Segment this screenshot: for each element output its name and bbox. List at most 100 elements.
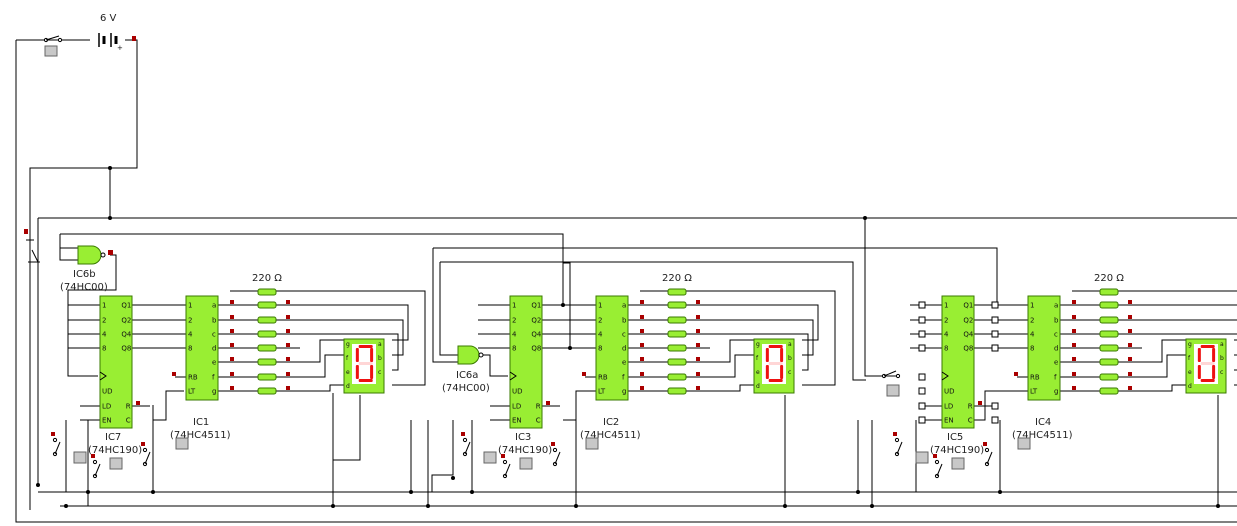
power-switch-button <box>44 45 58 57</box>
probe <box>1128 386 1132 390</box>
decoder-part: (74HC4511) <box>1012 430 1073 441</box>
svg-text:2: 2 <box>188 317 192 325</box>
probe <box>1128 300 1132 304</box>
input-switches[interactable] <box>461 372 599 479</box>
probe <box>230 343 234 347</box>
decoder-part: (74HC4511) <box>170 430 231 441</box>
svg-text:c: c <box>378 369 381 376</box>
segment-b <box>1212 348 1216 362</box>
svg-text:4: 4 <box>188 331 193 339</box>
svg-text:Q4: Q4 <box>531 331 542 339</box>
svg-text:LD: LD <box>102 403 111 411</box>
svg-text:f: f <box>346 355 349 362</box>
segment-c <box>1212 365 1216 379</box>
svg-text:b: b <box>378 355 382 362</box>
resistor <box>1099 301 1119 309</box>
segment-g <box>768 362 783 365</box>
decoder-name: IC4 <box>1035 417 1051 428</box>
svg-text:d: d <box>1188 383 1192 390</box>
counter-name: IC5 <box>947 432 963 443</box>
svg-text:Q8: Q8 <box>531 345 541 353</box>
svg-text:RB: RB <box>598 374 608 382</box>
svg-text:Q2: Q2 <box>963 317 973 325</box>
svg-text:8: 8 <box>1030 345 1034 353</box>
svg-text:a: a <box>622 302 626 310</box>
svg-text:g: g <box>756 341 760 348</box>
resistor <box>1099 358 1119 366</box>
svg-text:C: C <box>536 417 541 425</box>
resistor <box>257 316 277 324</box>
svg-text:Q1: Q1 <box>121 302 131 310</box>
svg-text:f: f <box>1054 374 1057 382</box>
svg-text:1: 1 <box>188 302 192 310</box>
svg-text:4: 4 <box>944 331 949 339</box>
probe <box>1072 315 1076 319</box>
probe <box>1072 372 1076 376</box>
svg-text:LT: LT <box>188 388 196 396</box>
svg-text:R: R <box>126 403 131 411</box>
counter-stages: 1248UDLDENQ1Q2Q4Q8RCIC7(74HC190)1248RBLT… <box>51 273 1237 479</box>
input-switches[interactable] <box>51 372 189 479</box>
segment-g <box>1200 362 1215 365</box>
segment-a <box>358 345 373 348</box>
segment-d <box>768 379 783 382</box>
svg-text:Q8: Q8 <box>121 345 131 353</box>
probe <box>286 300 290 304</box>
svg-text:e: e <box>212 359 216 367</box>
probe <box>1072 343 1076 347</box>
resistor <box>257 373 277 381</box>
probe <box>286 386 290 390</box>
resistor <box>667 358 687 366</box>
probe <box>1128 357 1132 361</box>
svg-text:8: 8 <box>188 345 192 353</box>
switch-button <box>886 384 900 397</box>
segment-f <box>765 348 769 362</box>
resistor <box>667 387 687 395</box>
clock-switch[interactable] <box>881 370 901 397</box>
svg-text:2: 2 <box>598 317 602 325</box>
probe <box>230 315 234 319</box>
svg-text:g: g <box>1188 341 1192 348</box>
svg-text:b: b <box>788 355 792 362</box>
resistor <box>257 330 277 338</box>
svg-text:LT: LT <box>1030 388 1038 396</box>
ic6b-name: IC6b <box>73 269 96 280</box>
svg-text:f: f <box>622 374 625 382</box>
nand-gate-ic6b: IC6b (74HC00) <box>60 245 113 293</box>
probe <box>696 343 700 347</box>
probe <box>286 357 290 361</box>
resistor <box>1099 387 1119 395</box>
resistor <box>1099 344 1119 352</box>
segment-e <box>1197 365 1201 379</box>
probe <box>230 357 234 361</box>
probe <box>286 329 290 333</box>
svg-text:a: a <box>212 302 216 310</box>
counter-part: (74HC190) <box>88 445 142 456</box>
resistor-value: 220 Ω <box>252 273 282 284</box>
probe <box>286 315 290 319</box>
segment-f <box>1197 348 1201 362</box>
svg-text:1: 1 <box>512 302 516 310</box>
svg-text:b: b <box>1054 317 1059 325</box>
probe <box>640 315 644 319</box>
power-switch[interactable] <box>43 35 63 57</box>
resistor-array: 220 Ω <box>230 273 290 395</box>
decoder-name: IC1 <box>193 417 209 428</box>
probe <box>286 343 290 347</box>
svg-text:1: 1 <box>102 302 106 310</box>
switch-button <box>915 451 929 464</box>
stage-3: 1248UDLDENQ1Q2Q4Q8RCIC5(74HC190)1248RBLT… <box>893 273 1237 479</box>
probe <box>640 372 644 376</box>
svg-text:a: a <box>1054 302 1058 310</box>
switch-button <box>175 437 189 450</box>
resistor-value: 220 Ω <box>1094 273 1124 284</box>
segment-e <box>765 365 769 379</box>
input-switches[interactable] <box>893 372 1031 479</box>
svg-text:UD: UD <box>102 388 113 396</box>
svg-text:EN: EN <box>102 417 112 425</box>
